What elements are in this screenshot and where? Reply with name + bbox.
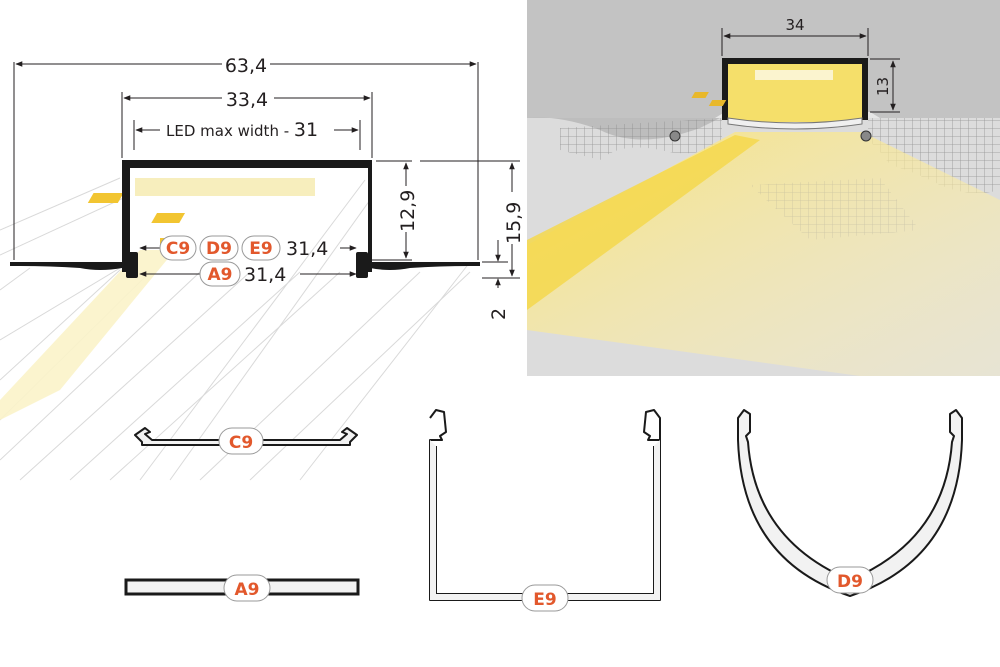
dim-install-depth: 13 <box>874 77 892 96</box>
dim-overall-width: 63,4 <box>225 55 267 77</box>
installed-cover <box>727 117 863 130</box>
cover-shape-d9 <box>737 409 963 597</box>
cover-profile-c9: C9 <box>134 427 358 455</box>
led-strip-installed <box>755 70 833 80</box>
dim-label-bg <box>502 192 524 244</box>
cover-label-d9: D9 <box>206 239 232 259</box>
cover-badge-a9 <box>223 574 271 602</box>
mesh-tape-left <box>560 118 722 160</box>
led-chip <box>691 92 709 98</box>
cover-label-c9: C9 <box>229 433 253 453</box>
cover-label-e9: E9 <box>533 590 556 610</box>
cover-badge-e9 <box>241 235 281 261</box>
dim-label-bg <box>222 52 270 74</box>
cover-profile-d9: D9 <box>737 409 963 597</box>
light-strip-glow <box>0 250 175 420</box>
cover-label-d9: D9 <box>837 572 863 592</box>
cover-label-a9: A9 <box>235 580 260 600</box>
led-strip <box>135 178 315 196</box>
screw-icon <box>860 130 872 142</box>
cover-badge-a9 <box>199 261 241 287</box>
light-beam-core <box>527 135 760 310</box>
cover-label-e9: E9 <box>249 239 272 259</box>
dim-height-outer: 15,9 <box>503 202 525 244</box>
cover-badge-c9 <box>159 235 197 261</box>
cover-fill-e9 <box>430 440 660 600</box>
led-chip <box>87 193 124 203</box>
dim-flange-height: 2 <box>488 308 510 320</box>
cover-badge-e9 <box>521 584 569 612</box>
dim-install-width: 34 <box>785 16 804 34</box>
led-max-width-label: LED max width - 31 <box>166 119 318 141</box>
cover-badge-c9 <box>218 427 264 455</box>
profile-perspective-drawing: 63,4 33,4 LED max width - 31 12,9 15,9 2 <box>0 52 525 481</box>
mesh-reflection <box>750 178 920 240</box>
cover-outline-e9 <box>429 409 661 601</box>
mesh-tape-right <box>868 118 1000 194</box>
screw-icon <box>669 130 681 142</box>
dim-label-bg <box>222 86 274 108</box>
right-flange <box>365 262 480 270</box>
cover-label-a9: A9 <box>208 265 233 285</box>
cover-profile-a9: A9 <box>124 574 360 602</box>
cover-shape-c9 <box>134 427 358 446</box>
installation-render: 34 13 <box>527 0 1000 376</box>
led-chip <box>708 100 727 106</box>
dim-label-bg <box>396 186 418 232</box>
left-flange <box>10 262 135 270</box>
profile-right-lip <box>356 252 368 278</box>
cover-inner-e9 <box>435 446 655 595</box>
profile-left-lip <box>126 252 138 278</box>
cover-badge-d9 <box>826 566 874 594</box>
cover-label-c9: C9 <box>166 239 190 259</box>
dim-height-inner: 12,9 <box>397 190 419 232</box>
cover-badge-d9 <box>199 235 239 261</box>
dim-profile-width: 33,4 <box>226 89 268 111</box>
dim-cover-width-1: 31,4 <box>286 238 328 260</box>
dim-cover-width-2: 31,4 <box>244 264 286 286</box>
cover-profile-e9: E9 <box>429 409 661 612</box>
led-chip <box>151 213 186 223</box>
